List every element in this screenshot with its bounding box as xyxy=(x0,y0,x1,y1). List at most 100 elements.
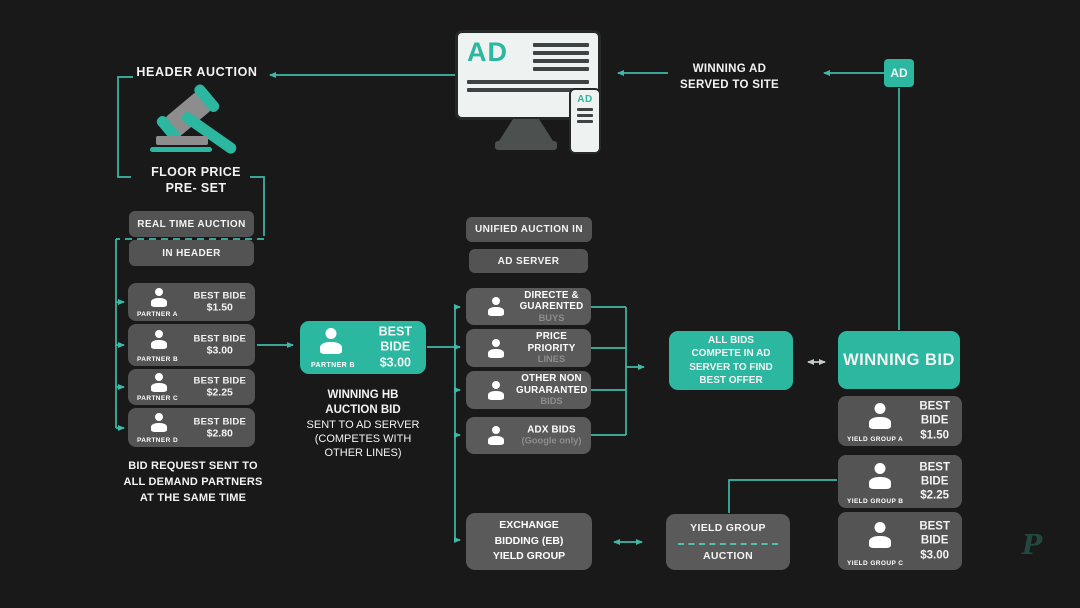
bid-label-line2: BIDE xyxy=(920,475,949,488)
monitor-ad-text: AD xyxy=(467,37,508,67)
yield-group-name: YIELD GROUP B xyxy=(847,498,904,505)
yield-bid: BEST BIDE $1.50 xyxy=(919,399,950,442)
line-title1: PRICE xyxy=(536,330,567,342)
person-icon xyxy=(149,330,169,349)
person-icon xyxy=(149,288,169,307)
person-icon xyxy=(149,413,169,432)
yield-group-row-b: YIELD GROUP B BEST BIDE $2.25 xyxy=(838,455,962,508)
winning-bid-box: WINNING BID xyxy=(838,331,960,389)
bid-label-line1: BEST xyxy=(919,460,950,473)
bid-amount: $3.00 xyxy=(206,344,233,357)
partner-name: PARTNER A xyxy=(137,311,178,318)
all-bids-line1: ALL BIDS xyxy=(708,334,754,346)
yield-group-row-a: YIELD GROUP A BEST BIDE $1.50 xyxy=(838,396,962,446)
ad-copy-lines xyxy=(533,40,589,75)
exchange-bidding-box: EXCHANGE BIDDING (EB) YIELD GROUP xyxy=(466,513,592,570)
partner-name: PARTNER B xyxy=(137,356,179,363)
person-icon xyxy=(486,297,506,316)
server-line-non-guaranteed: OTHER NON GURARANTED BIDS xyxy=(466,371,591,409)
partner-row-c: PARTNER C BEST BIDE $2.25 xyxy=(128,369,255,405)
person-icon xyxy=(149,373,169,392)
all-bids-compete-box: ALL BIDS COMPETE IN AD SERVER TO FIND BE… xyxy=(669,331,793,390)
partner-row-d: PARTNER D BEST BIDE $2.80 xyxy=(128,408,255,447)
yield-bid: BEST BIDE $3.00 xyxy=(919,519,950,562)
floor-price-label: FLOOR PRICE PRE- SET xyxy=(138,164,254,197)
line-sub: (Google only) xyxy=(521,435,582,446)
bid-amount: $2.80 xyxy=(206,427,233,439)
bid-label: BEST BIDE xyxy=(193,416,246,427)
line-sub: BIDS xyxy=(540,395,563,406)
server-line-direct-guaranteed: DIRECTE & GUARENTED BUYS xyxy=(466,288,591,325)
bid-request-line3: AT THE SAME TIME xyxy=(139,491,247,504)
line-title1: OTHER NON xyxy=(521,372,582,384)
winning-ad-line2: SERVED TO SITE xyxy=(680,78,779,91)
partner-row-b: PARTNER B BEST BIDE $3.00 xyxy=(128,324,255,366)
partner-bid: BEST BIDE $2.25 xyxy=(194,376,246,399)
yield-auction-bottom: AUCTION xyxy=(703,550,753,562)
bid-amount: $2.25 xyxy=(206,386,233,399)
hb-note-bold2: AUCTION BID xyxy=(325,403,401,416)
yield-group-row-c: YIELD GROUP C BEST BIDE $3.00 xyxy=(838,512,962,570)
phone-ad-text: AD xyxy=(577,94,593,105)
ad-badge: AD xyxy=(884,59,914,87)
bid-label-line1: BEST xyxy=(919,520,950,533)
server-line-adx-bids: ADX BIDS (Google only) xyxy=(466,417,591,454)
bid-label-line2: BIDE xyxy=(920,414,949,427)
yield-bid: BEST BIDE $2.25 xyxy=(919,460,950,503)
bid-amount: $1.50 xyxy=(920,429,950,442)
hb-note-line4: (COMPETES WITH xyxy=(314,433,412,446)
brand-logo: P xyxy=(1022,530,1043,561)
server-line-text: ADX BIDS (Google only) xyxy=(516,424,587,447)
yield-group-name: YIELD GROUP A xyxy=(847,436,904,443)
bid-label-line1: BEST xyxy=(919,400,950,413)
gavel-icon xyxy=(150,84,237,154)
bid-amount: $3.00 xyxy=(379,355,411,370)
person-icon xyxy=(486,381,506,400)
person-icon xyxy=(866,522,893,548)
hb-note-line3: SENT TO AD SERVER xyxy=(306,418,420,431)
phone-graphic: AD xyxy=(569,88,601,154)
winning-hb-note: WINNING HB AUCTION BID SENT TO AD SERVER… xyxy=(292,388,434,461)
partner-name: PARTNER C xyxy=(137,395,179,402)
bid-amount: $1.50 xyxy=(206,301,233,314)
person-icon xyxy=(866,463,893,489)
monitor-base xyxy=(495,141,557,150)
person-icon xyxy=(317,328,344,354)
monitor-graphic: AD AD xyxy=(455,30,601,155)
winner-partner-name: PARTNER B xyxy=(311,362,355,369)
all-bids-line4: BEST OFFER xyxy=(699,375,763,386)
winner-bid: BEST BIDE $3.00 xyxy=(379,324,412,371)
server-line-price-priority: PRICE PRIORITY LINES xyxy=(466,329,591,367)
line-title2: GUARENTED xyxy=(519,300,584,312)
in-header-box: IN HEADER xyxy=(129,240,254,266)
bid-request-note: BID REQUEST SENT TO ALL DEMAND PARTNERS … xyxy=(114,459,272,507)
yield-auction-top: YIELD GROUP xyxy=(690,522,766,534)
bid-label-line1: BEST xyxy=(378,324,412,339)
bid-label-line2: BIDE xyxy=(380,339,411,354)
winning-ad-line1: WINNING AD xyxy=(692,63,767,75)
all-bids-line3: SERVER TO FIND xyxy=(689,361,773,373)
partner-row-a: PARTNER A BEST BIDE $1.50 xyxy=(128,283,255,321)
yield-group-auction-box: YIELD GROUP AUCTION xyxy=(666,514,790,570)
winning-ad-served-label: WINNING AD SERVED TO SITE xyxy=(662,62,797,93)
hb-note-line5: OTHER LINES) xyxy=(324,447,402,460)
line-title1: DIRECTE & xyxy=(524,289,579,301)
line-title2: PRIORITY xyxy=(527,342,576,354)
floor-price-line1: FLOOR PRICE xyxy=(151,165,241,179)
server-line-text: DIRECTE & GUARENTED BUYS xyxy=(516,289,587,323)
line-title2: GURARANTED xyxy=(516,384,588,396)
exchange-line2: BIDDING (EB) xyxy=(494,534,564,547)
line-sub: BUYS xyxy=(538,312,565,323)
page-content-lines xyxy=(467,75,589,92)
unified-auction-box: UNIFIED AUCTION IN xyxy=(466,217,592,242)
header-auction-label: HEADER AUCTION xyxy=(136,65,258,79)
bid-label-line2: BIDE xyxy=(920,534,949,547)
exchange-line3: YIELD GROUP xyxy=(492,550,566,563)
person-icon xyxy=(486,339,506,358)
bid-label: BEST BIDE xyxy=(193,290,246,302)
line-sub: LINES xyxy=(537,353,566,364)
partner-bid: BEST BIDE $3.00 xyxy=(194,334,246,357)
partner-bid: BEST BIDE $1.50 xyxy=(194,291,246,314)
ad-server-box: AD SERVER xyxy=(469,249,588,273)
